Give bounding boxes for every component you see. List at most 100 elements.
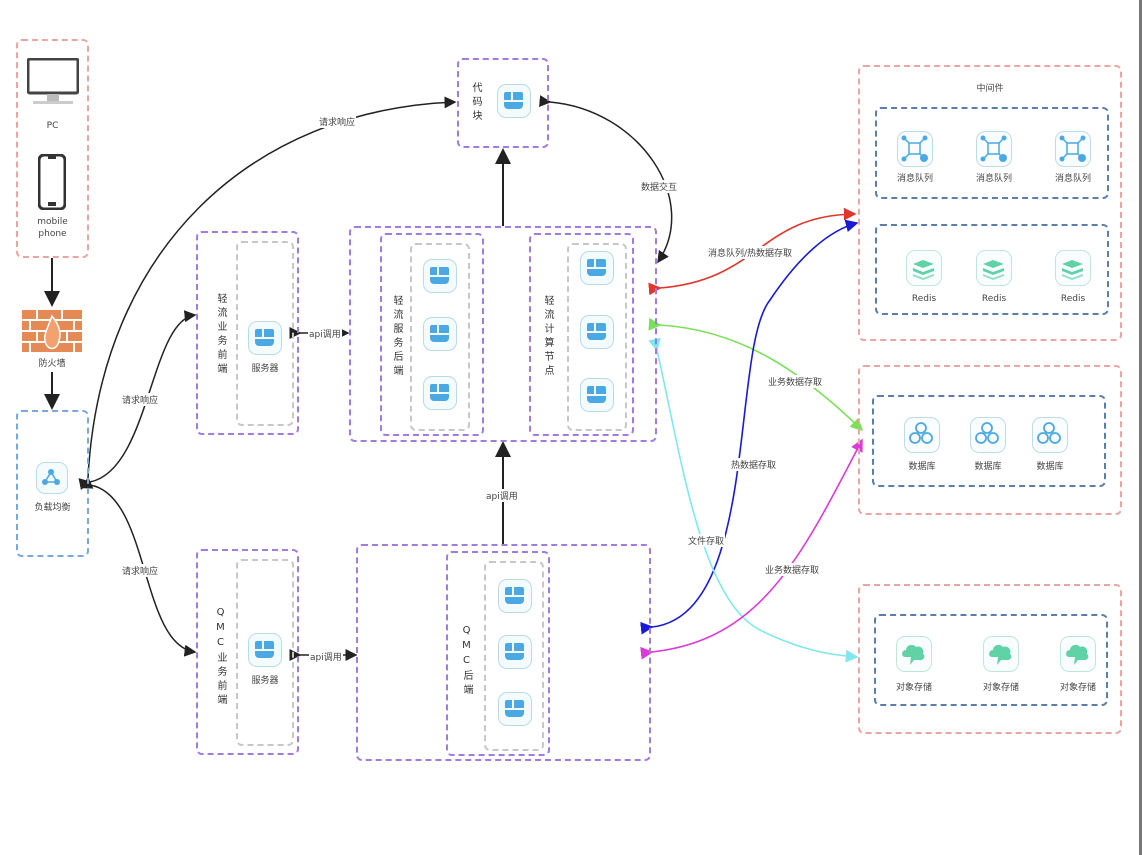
- code-block-group: 代码块: [457, 58, 549, 148]
- qmc-core-group: QMC后端: [356, 544, 651, 761]
- edge-label-lb-lightfront: 请求响应: [121, 393, 160, 406]
- mq-node-1[interactable]: [897, 131, 933, 167]
- server-icon: [255, 641, 274, 658]
- cloud-storage-icon: [1066, 644, 1089, 665]
- server-icon: [505, 700, 524, 717]
- light-compute-nodes: [567, 243, 627, 431]
- light-backend-group: 轻流服务后端: [380, 233, 484, 436]
- redis-icon: [913, 260, 934, 280]
- edge-label-mq-hot: 消息队列/热数据存取: [707, 246, 794, 259]
- qmc-backend-node-3[interactable]: [498, 692, 532, 726]
- object-storage-node-1[interactable]: [896, 636, 932, 672]
- database-node-3[interactable]: [1032, 417, 1068, 453]
- message-queue-icon: [980, 135, 1007, 162]
- firewall-icon: [22, 310, 82, 352]
- code-block-label: 代码块: [470, 82, 481, 124]
- server-icon: [430, 384, 449, 401]
- light-compute-label: 轻流计算节点: [542, 295, 553, 379]
- object-storage-node-3[interactable]: [1060, 636, 1096, 672]
- server-icon: [255, 329, 274, 346]
- light-compute-group: 轻流计算节点: [529, 233, 634, 436]
- edge-label-qmc-to-light: api调用: [485, 489, 519, 502]
- object-storage-group: 对象存储 对象存储 对象存储: [874, 614, 1108, 706]
- light-backend-label: 轻流服务后端: [391, 295, 402, 379]
- qmc-frontend-server[interactable]: [248, 633, 282, 667]
- scrollbar[interactable]: [1139, 0, 1142, 855]
- edge-label-biz-data-1: 业务数据存取: [767, 375, 824, 388]
- server-icon: [505, 587, 524, 604]
- server-icon: [430, 325, 449, 342]
- redis-label-3: Redis: [1060, 294, 1086, 304]
- database-node-2[interactable]: [970, 417, 1006, 453]
- edge-label-hot-data: 热数据存取: [730, 458, 778, 471]
- edge-label-biz-data-2: 业务数据存取: [764, 563, 821, 576]
- mq-label-1: 消息队列: [896, 174, 933, 184]
- mq-label-2: 消息队列: [975, 174, 1012, 184]
- middleware-group: 中间件 消息队列 消息队列 消息队列 Redis Redis Redis: [858, 65, 1122, 341]
- load-balancer-node[interactable]: [36, 462, 68, 494]
- edge-label-file: 文件存取: [687, 534, 726, 547]
- mobile-label-1: mobile: [37, 217, 68, 227]
- server-icon: [587, 323, 606, 340]
- mq-label-3: 消息队列: [1054, 174, 1091, 184]
- edge-hot-data: [640, 219, 859, 635]
- light-frontend-label: 轻流业务前端: [215, 293, 226, 377]
- database-label-3: 数据库: [1036, 462, 1064, 472]
- light-frontend-group: 轻流业务前端 服务器: [196, 231, 299, 435]
- light-backend-node-3[interactable]: [423, 376, 457, 410]
- qmc-backend-nodes: [484, 561, 544, 751]
- object-storage-label-1: 对象存储: [895, 683, 932, 693]
- redis-group: Redis Redis Redis: [875, 224, 1109, 315]
- light-frontend-server[interactable]: [248, 321, 282, 355]
- light-compute-node-3[interactable]: [580, 378, 614, 412]
- mq-node-3[interactable]: [1055, 131, 1091, 167]
- light-compute-node-1[interactable]: [580, 251, 614, 285]
- middleware-title: 中间件: [976, 84, 1004, 94]
- mq-node-2[interactable]: [976, 131, 1012, 167]
- mobile-label-2: phone: [38, 229, 67, 239]
- redis-node-3[interactable]: [1055, 250, 1091, 286]
- qmc-backend-node-2[interactable]: [498, 635, 532, 669]
- qmc-backend-node-1[interactable]: [498, 579, 532, 613]
- light-frontend-server-group: 服务器: [236, 241, 294, 426]
- redis-node-1[interactable]: [906, 250, 942, 286]
- qmc-frontend-group: QMC业务前端 服务器: [196, 549, 299, 755]
- database-node-1[interactable]: [904, 417, 940, 453]
- firewall-label: 防火墙: [38, 359, 66, 369]
- light-compute-node-2[interactable]: [580, 315, 614, 349]
- database-icon: [1037, 422, 1061, 444]
- object-storage-label-3: 对象存储: [1059, 683, 1096, 693]
- database-group: 数据库 数据库 数据库: [872, 395, 1106, 487]
- mobile-phone-icon: [38, 154, 66, 210]
- redis-label-1: Redis: [911, 294, 937, 304]
- cloud-storage-icon: [989, 644, 1012, 665]
- qmc-backend-label: QMC后端: [461, 625, 472, 698]
- object-storage-node-2[interactable]: [983, 636, 1019, 672]
- database-icon: [975, 422, 999, 444]
- load-balancer-group: 负载均衡: [16, 410, 89, 557]
- redis-node-2[interactable]: [976, 250, 1012, 286]
- message-queue-icon: [1059, 135, 1086, 162]
- edge-label-light-api: api调用: [308, 327, 342, 340]
- database-label-1: 数据库: [908, 462, 936, 472]
- edge-label-lb-code: 请求响应: [318, 115, 357, 128]
- load-balancer-icon: [42, 469, 60, 485]
- redis-icon: [983, 260, 1004, 280]
- light-frontend-server-label: 服务器: [251, 364, 279, 374]
- light-backend-node-1[interactable]: [423, 259, 457, 293]
- light-backend-node-2[interactable]: [423, 317, 457, 351]
- database-label-2: 数据库: [974, 462, 1002, 472]
- object-storage-outer-group: 对象存储 对象存储 对象存储: [858, 584, 1122, 734]
- clients-group: PC mobile phone: [16, 39, 89, 258]
- qmc-frontend-server-group: 服务器: [236, 559, 294, 746]
- light-backend-nodes: [410, 243, 470, 431]
- edge-biz-data-1: [648, 317, 864, 432]
- database-icon: [909, 422, 933, 444]
- object-storage-label-2: 对象存储: [982, 683, 1019, 693]
- edge-biz-data-2: [640, 438, 863, 660]
- code-block-node[interactable]: [497, 84, 531, 118]
- mq-group: 消息队列 消息队列 消息队列: [875, 107, 1109, 199]
- redis-icon: [1062, 260, 1083, 280]
- database-outer-group: 数据库 数据库 数据库: [858, 365, 1122, 515]
- edge-label-qmc-api: api调用: [309, 650, 343, 663]
